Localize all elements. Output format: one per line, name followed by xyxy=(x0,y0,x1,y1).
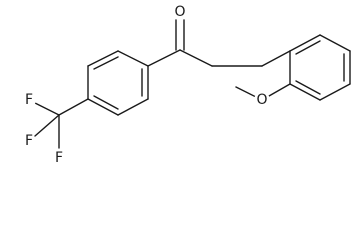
ether-oxygen-atom: O xyxy=(254,92,270,108)
trifluoromethyl-group xyxy=(34,98,89,149)
ether-oxygen-label: O xyxy=(256,92,267,108)
ketone-chain xyxy=(147,19,291,67)
fluorine-3-label: F xyxy=(55,150,63,166)
bond xyxy=(87,50,119,67)
bond xyxy=(147,49,181,67)
bond xyxy=(261,50,291,67)
double-bond-inner xyxy=(93,95,119,110)
carbonyl-oxygen-atom: O xyxy=(172,4,188,20)
bond xyxy=(319,34,351,52)
fluorine-2-label: F xyxy=(25,133,33,149)
bond xyxy=(117,98,149,116)
double-bond-inner xyxy=(295,80,321,95)
fluorine-atom-2: F xyxy=(22,133,36,149)
atom-label-layer: O O F F F xyxy=(22,4,270,166)
bond xyxy=(117,50,149,67)
carbonyl-oxygen-label: O xyxy=(174,4,185,20)
bond xyxy=(34,114,60,137)
bond xyxy=(319,83,351,101)
bond xyxy=(179,49,213,67)
fluorine-1-label: F xyxy=(25,92,33,108)
bond xyxy=(87,98,119,116)
bond-layer xyxy=(34,19,351,149)
right-benzene-ring xyxy=(289,34,351,101)
double-bond-inner xyxy=(93,56,119,70)
left-benzene-ring xyxy=(87,50,149,116)
bond xyxy=(289,34,321,52)
fluorine-atom-3: F xyxy=(52,150,66,166)
bond xyxy=(289,83,321,101)
bond xyxy=(58,98,89,116)
chemical-structure: O O F F F xyxy=(22,4,351,166)
fluorine-atom-1: F xyxy=(22,92,36,108)
bond xyxy=(34,102,60,116)
double-bond-inner xyxy=(295,40,321,55)
